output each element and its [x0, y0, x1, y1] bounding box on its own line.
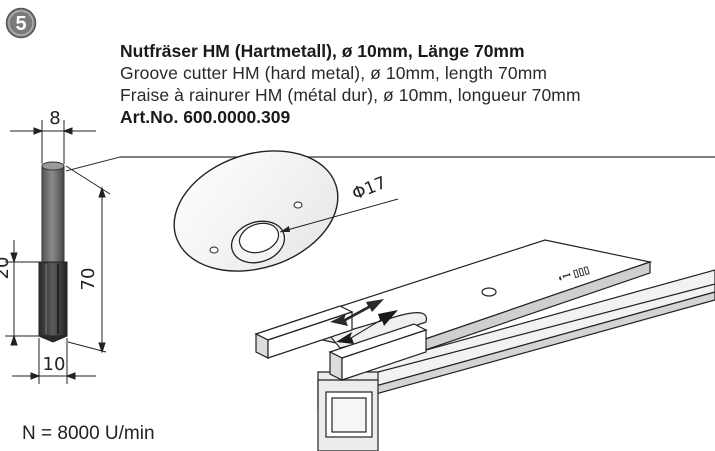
bushing-diameter-label: Φ17 — [349, 173, 389, 205]
bushing-plate-detail — [173, 150, 399, 272]
leader-line — [65, 156, 121, 172]
product-title-en: Groove cutter HM (hard metal), ø 10mm, l… — [120, 63, 548, 83]
dimension-total-length — [65, 165, 111, 354]
router-bit — [38, 161, 68, 343]
product-description: Nutfräser HM (Hartmetall), ø 10mm, Länge… — [120, 40, 712, 128]
dimension-cutter-length — [5, 240, 39, 346]
step-number-badge: 5 — [5, 7, 37, 39]
router-bit-shank — [41, 165, 65, 263]
rotation-speed: N = 8000 U/min — [22, 423, 155, 444]
product-title-fr: Fraise à rainurer HM (métal dur), ø 10mm… — [120, 85, 581, 105]
product-title-de: Nutfräser HM (Hartmetall), ø 10mm, Länge… — [120, 41, 525, 61]
rail-jig-assembly — [254, 239, 715, 451]
dimension-cutter-length-label: 20 — [0, 257, 13, 280]
dimension-shank-diameter — [10, 120, 96, 164]
dimension-cutter-diameter-label: 10 — [43, 354, 66, 375]
dimension-cutter-diameter — [12, 338, 96, 384]
dimension-total-length-label: 70 — [78, 268, 99, 291]
step-number: 5 — [15, 13, 26, 35]
dimension-shank-label: 8 — [49, 108, 60, 129]
article-number: Art.No. 600.0000.309 — [120, 107, 291, 127]
router-bit-cutter — [38, 261, 68, 337]
